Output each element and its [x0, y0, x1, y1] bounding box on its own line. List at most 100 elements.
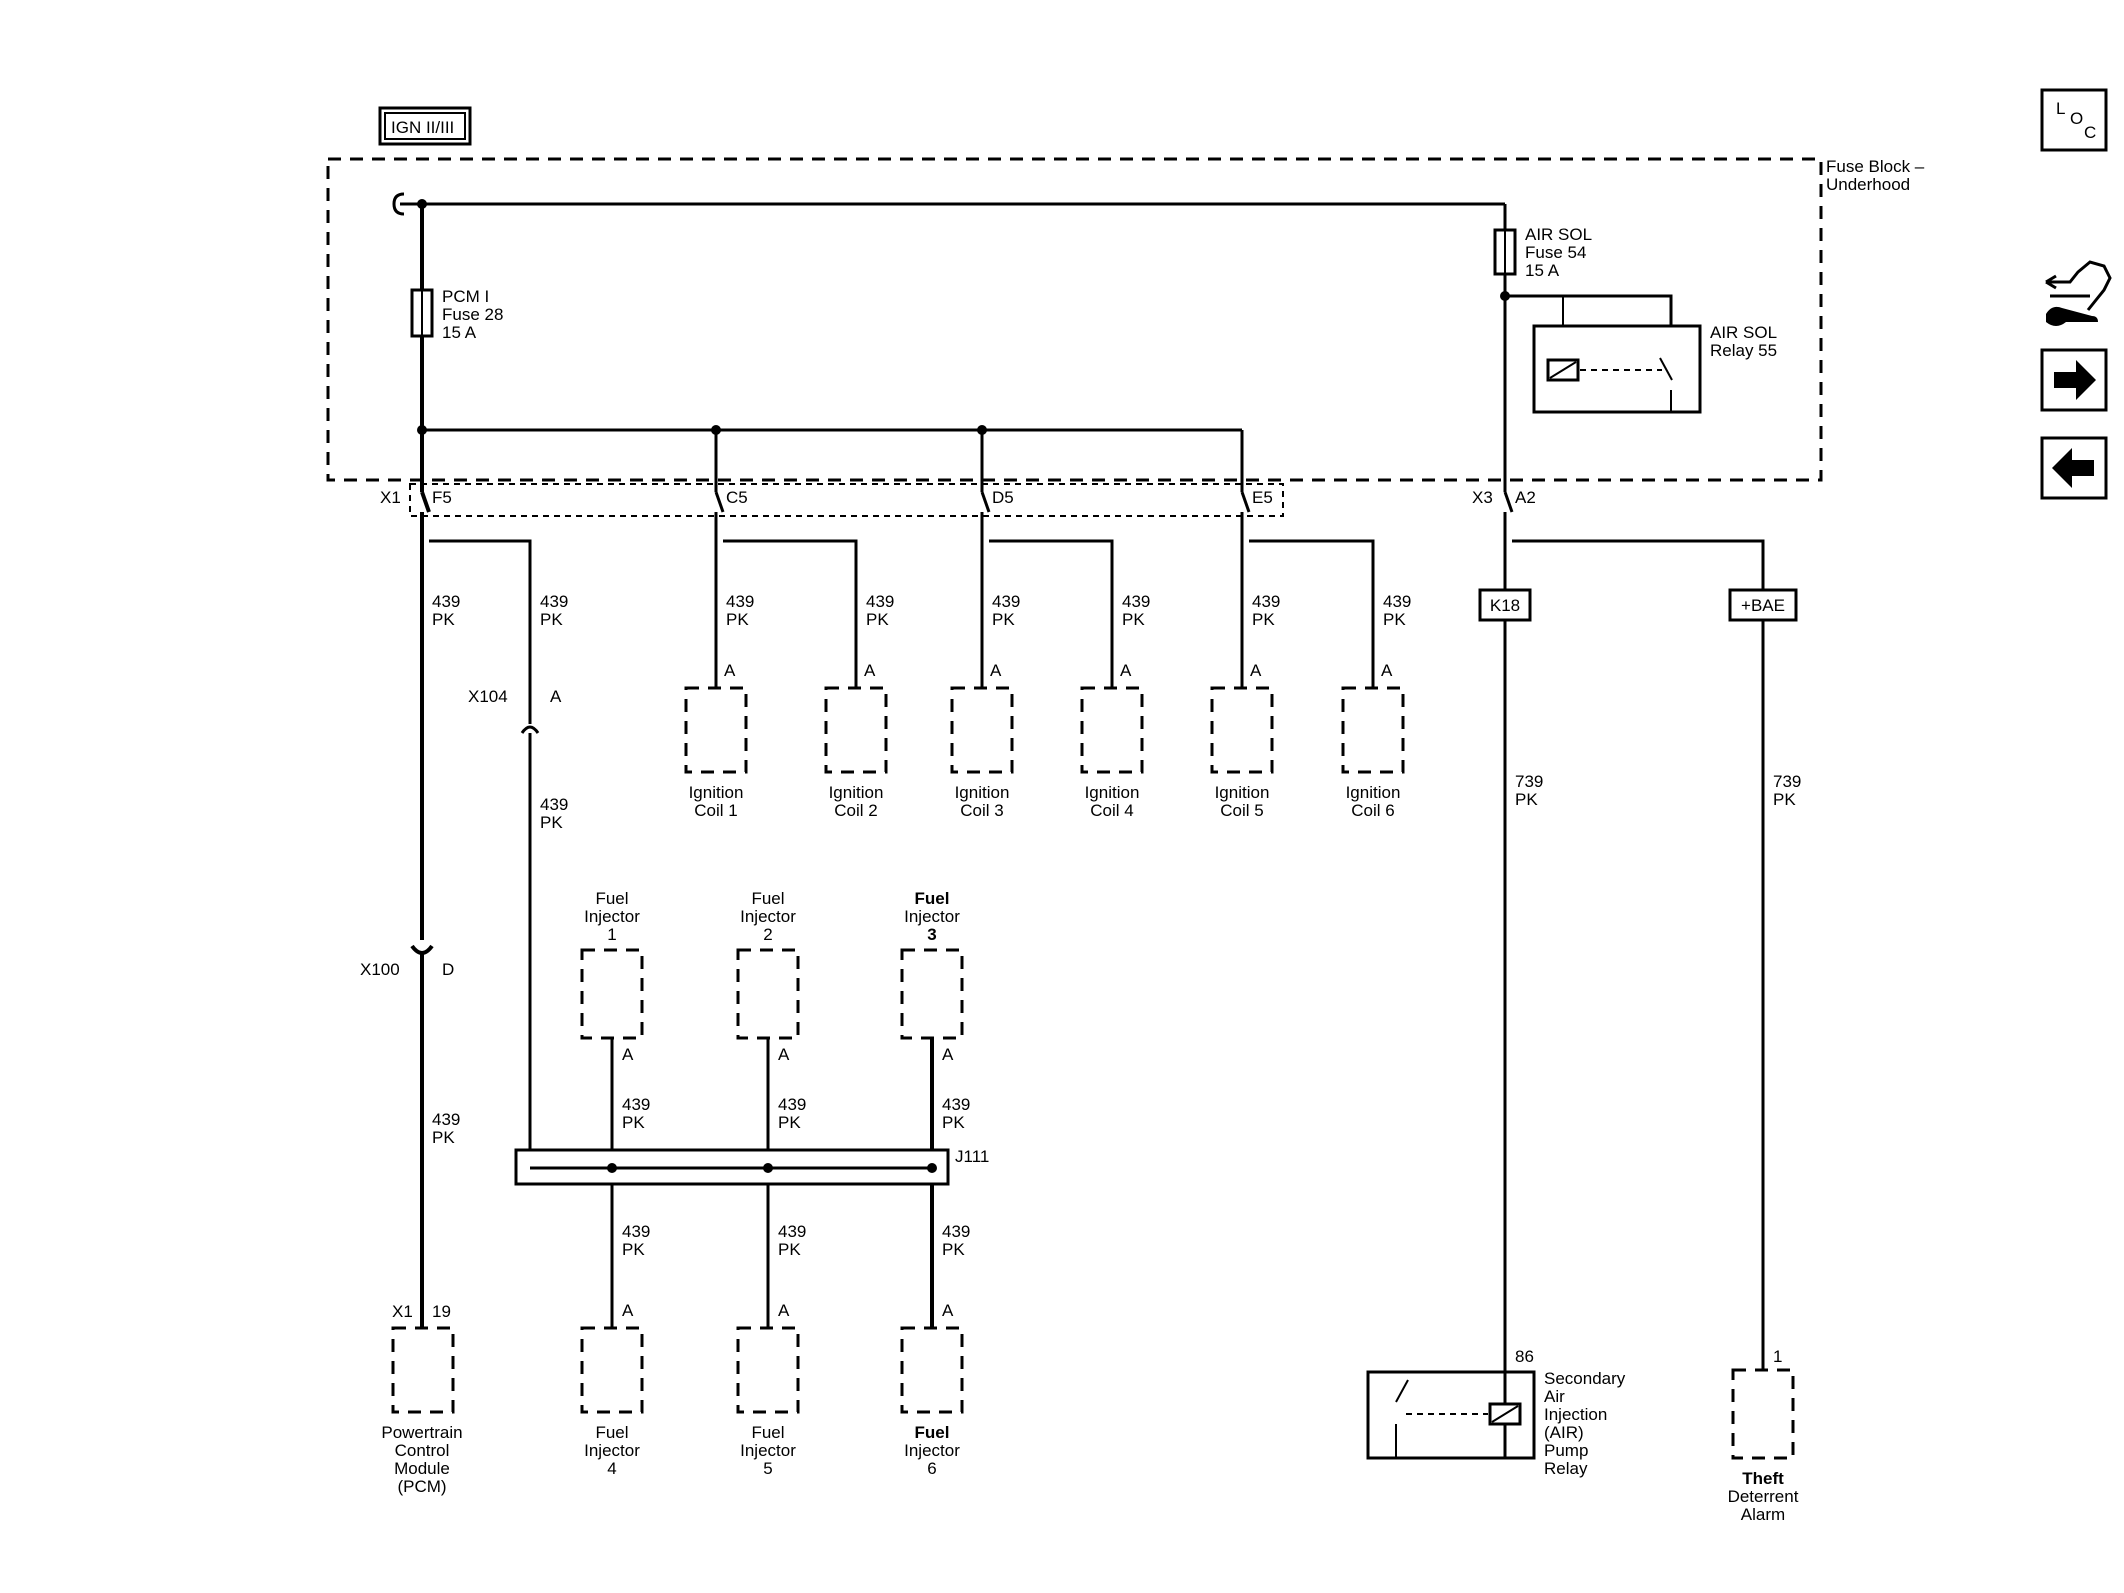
coil-2-circuit: 439 — [866, 592, 894, 611]
coil-6-color: PK — [1383, 610, 1406, 629]
pin-c5: C5 — [726, 488, 748, 507]
coil-1-label-1: Ignition — [689, 783, 744, 802]
wire-k18-color: PK — [1515, 790, 1538, 809]
wire-x104-color: PK — [540, 610, 563, 629]
wrench-car-icon[interactable] — [2045, 260, 2112, 326]
coil-4-circuit: 439 — [1122, 592, 1150, 611]
coil-2-label-2: Coil 2 — [834, 801, 877, 820]
inj-1-top-circuit: 439 — [622, 1095, 650, 1114]
fuel-injector-4 — [580, 1326, 644, 1414]
air-relay-coil-diag — [1549, 361, 1577, 379]
air-fuse-number: Fuse 54 — [1525, 243, 1586, 262]
fuel-injector-5 — [736, 1326, 800, 1414]
coil-5-color: PK — [1252, 610, 1275, 629]
inj-1-top-color: PK — [622, 1113, 645, 1132]
pump-relay-label-6: Relay — [1544, 1459, 1588, 1478]
coil-3-color: PK — [992, 610, 1015, 629]
pcm-label-3: Module — [394, 1459, 450, 1478]
x104-connector — [520, 725, 540, 734]
pump-relay-coil-diag — [1491, 1405, 1519, 1423]
coil-1-color: PK — [726, 610, 749, 629]
coil-5-pin: A — [1250, 661, 1262, 680]
x3-connector-label: X3 — [1472, 488, 1493, 507]
injector-wire-labels: A A A 439 PK 439 PK 439 PK 439 PK 439 PK… — [622, 1045, 970, 1320]
injector-6-label-3: 6 — [927, 1459, 936, 1478]
car-outline — [2046, 260, 2112, 311]
injector-2-label-1: Fuel — [751, 889, 784, 908]
ignition-coil-4 — [1080, 686, 1144, 774]
fuel-injector-6 — [900, 1326, 964, 1414]
next-page-button[interactable] — [2040, 348, 2108, 412]
ignition-coil-2 — [824, 686, 888, 774]
injector-5-label-1: Fuel — [751, 1423, 784, 1442]
pin-break-e5 — [1240, 491, 1251, 513]
coil-4-label-2: Coil 4 — [1090, 801, 1133, 820]
inj-3-top-circuit: 439 — [942, 1095, 970, 1114]
injector-4-label-3: 4 — [607, 1459, 616, 1478]
injector-4-label-2: Injector — [584, 1441, 640, 1460]
coil-3-label-1: Ignition — [955, 783, 1010, 802]
injector-3-label-1: Fuel — [915, 889, 950, 908]
injector-1-label-3: 1 — [607, 925, 616, 944]
pump-relay-label-1: Secondary — [1544, 1369, 1626, 1388]
location-view-button[interactable]: L O C — [2040, 88, 2108, 152]
option-k18-box — [1478, 588, 1532, 622]
inj-4-color: PK — [622, 1240, 645, 1259]
coil-6-circuit: 439 — [1383, 592, 1411, 611]
splice-node-2 — [763, 1163, 773, 1173]
inj-3-top-color: PK — [942, 1113, 965, 1132]
theft-label-3: Alarm — [1741, 1505, 1785, 1524]
wire-f5-branch — [429, 539, 532, 724]
ignition-coil-5 — [1210, 686, 1274, 774]
x104-pin: A — [550, 687, 562, 706]
pump-relay-label-3: Injection — [1544, 1405, 1607, 1424]
air-fuse-rating: 15 A — [1525, 261, 1560, 280]
pump-relay-pin: 86 — [1515, 1347, 1534, 1366]
coil-4-color: PK — [1122, 610, 1145, 629]
coil-1-circuit: 439 — [726, 592, 754, 611]
coil-5-label-1: Ignition — [1215, 783, 1270, 802]
pin-f5: F5 — [432, 488, 452, 507]
previous-page-button[interactable] — [2040, 436, 2108, 500]
inj-1-top-pin: A — [622, 1045, 634, 1064]
air-relay-feed — [1505, 294, 1673, 330]
coil-2-color: PK — [866, 610, 889, 629]
coil-3-circuit: 439 — [992, 592, 1020, 611]
splice-node-3 — [927, 1163, 937, 1173]
fuel-injectors-top: Fuel Injector 1 Fuel Injector 2 Fuel Inj… — [580, 889, 964, 1040]
pcm-label-1: Powertrain — [381, 1423, 462, 1442]
inj-3-top-pin: A — [942, 1045, 954, 1064]
wire-bae-color: PK — [1773, 790, 1796, 809]
pcm-fuse-name: PCM I — [442, 287, 489, 306]
x100-pin: D — [442, 960, 454, 979]
coil-3-label-2: Coil 3 — [960, 801, 1003, 820]
coil-6-label-1: Ignition — [1346, 783, 1401, 802]
pin-a2: A2 — [1515, 488, 1536, 507]
fuse-block-label-2: Underhood — [1826, 175, 1910, 194]
arrow-left-icon — [2052, 448, 2094, 488]
pcm-label-2: Control — [395, 1441, 450, 1460]
power-mode-label: IGN II/III — [391, 118, 454, 137]
air-relay-label-2: Relay 55 — [1710, 341, 1777, 360]
air-fuse-name: AIR SOL — [1525, 225, 1592, 244]
injector-1-label-2: Injector — [584, 907, 640, 926]
inj-2-top-color: PK — [778, 1113, 801, 1132]
coil-1-label-2: Coil 1 — [694, 801, 737, 820]
bus-hook — [392, 192, 405, 216]
fuse-block-label-1: Fuse Block – — [1826, 157, 1925, 176]
car-arrows — [2045, 274, 2090, 298]
location-letter-o: O — [2070, 109, 2083, 128]
pin-break-d5 — [980, 491, 991, 513]
option-bae-box — [1728, 588, 1798, 622]
injector-3-label-2: Injector — [904, 907, 960, 926]
fuse-block-outline — [326, 157, 1823, 482]
pcm-connector-label: X1 — [392, 1302, 413, 1321]
coil-1-pin: A — [724, 661, 736, 680]
x104-label: X104 — [468, 687, 508, 706]
inj-5-pin: A — [778, 1301, 790, 1320]
wire-f5-circuit: 439 — [432, 592, 460, 611]
pin-break-c5 — [714, 491, 725, 513]
location-letter-c: C — [2084, 123, 2096, 142]
wire-coil-4 — [989, 539, 1114, 688]
